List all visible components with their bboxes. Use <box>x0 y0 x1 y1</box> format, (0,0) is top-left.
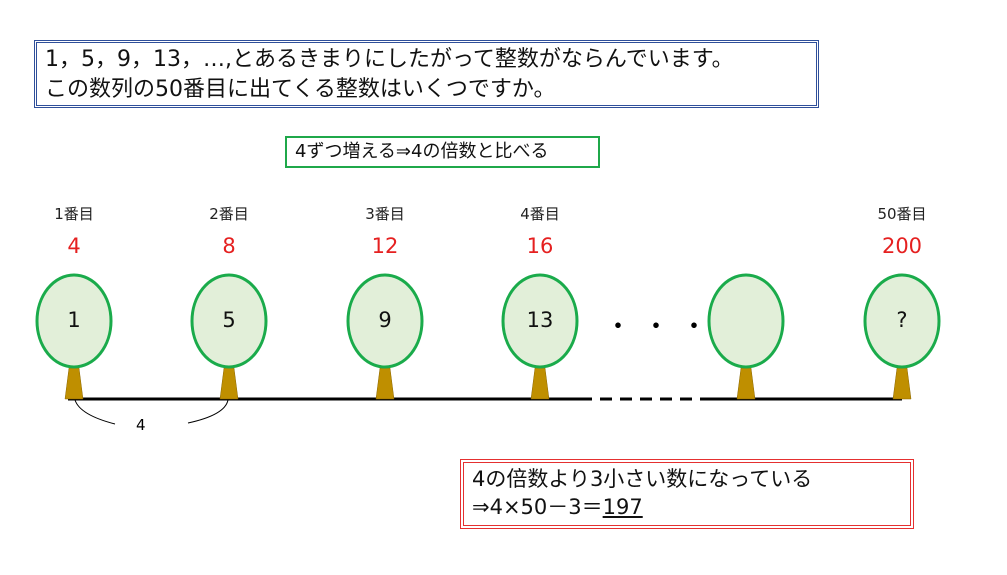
tree-ordinal: 1番目 <box>54 205 94 223</box>
tree-leaves <box>35 273 113 369</box>
gap-label: 4 <box>136 416 146 434</box>
tree-ordinal: 3番目 <box>365 205 405 223</box>
tree-trunk <box>375 367 395 400</box>
tree-trunk <box>530 367 550 400</box>
question-line-1: 1，5，9，13，…,とあるきまりにしたがって整数がならんでいます。 <box>45 47 734 72</box>
tree-multiple: 4 <box>67 234 81 258</box>
tree-multiple: 200 <box>881 234 923 258</box>
tree-leaves <box>707 273 785 369</box>
tree-leaves <box>863 273 941 369</box>
tree-value: 1 <box>67 308 81 332</box>
answer-result: 197 <box>602 495 643 519</box>
tree-value: 5 <box>222 308 236 332</box>
tree-ordinal: 50番目 <box>877 205 927 223</box>
tree-multiple: 8 <box>222 234 236 258</box>
answer-box: 4の倍数より3小さい数になっている ⇒4×50－3＝197 <box>460 459 914 529</box>
answer-formula: ⇒4×50－3＝ <box>472 495 603 519</box>
tree-value: 9 <box>378 308 392 332</box>
question-box: 1，5，9，13，…,とあるきまりにしたがって整数がならんでいます。 この数列の… <box>34 40 819 108</box>
answer-line-1: 4の倍数より3小さい数になっている <box>472 467 813 491</box>
tree-value: 13 <box>526 308 554 332</box>
gap-bracket-left <box>74 399 116 425</box>
tree-ordinal: 2番目 <box>209 205 249 223</box>
tree-leaves <box>190 273 268 369</box>
tree-multiple: 12 <box>371 234 399 258</box>
tree-value: ? <box>896 308 908 332</box>
tree-leaves <box>501 273 579 369</box>
hint-box: 4ずつ増える⇒4の倍数と比べる <box>285 136 600 168</box>
ellipsis: ・・・ <box>605 312 720 342</box>
tree-leaves <box>346 273 424 369</box>
tree-trunk <box>892 367 912 400</box>
tree-trunk <box>64 367 84 400</box>
question-line-2: この数列の50番目に出てくる整数はいくつですか。 <box>45 77 556 102</box>
tree-ordinal: 4番目 <box>520 205 560 223</box>
tree-trunk <box>736 367 756 400</box>
tree-trunk <box>219 367 239 400</box>
tree-multiple: 16 <box>526 234 554 258</box>
gap-bracket-right <box>187 399 229 424</box>
